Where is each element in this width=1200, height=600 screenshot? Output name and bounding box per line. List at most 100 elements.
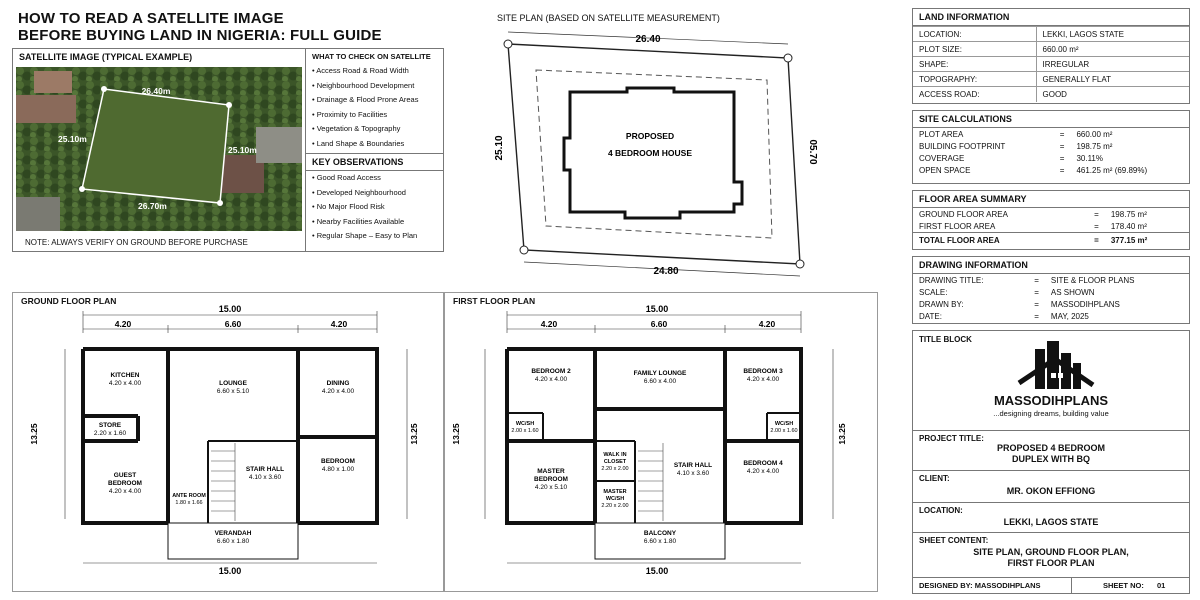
gf-dim-a: 4.20	[115, 319, 132, 329]
table-row: SHAPE:IRREGULAR	[913, 56, 1189, 72]
first-floor-plan: 15.00 4.20 6.60 4.20 15.00 13.25 13.25	[451, 304, 847, 576]
ff-master-dim: 4.20 x 5.10	[535, 484, 568, 491]
row-key: DATE:	[919, 311, 942, 321]
plot-boundary	[81, 88, 230, 204]
list-item: Vegetation & Topography	[312, 122, 444, 137]
drawing-info-header: DRAWING INFORMATION	[913, 257, 1189, 274]
satellite-panel: SATELLITE IMAGE (TYPICAL EXAMPLE) 26.40m…	[12, 48, 444, 252]
sheet-no: 01	[1157, 581, 1166, 590]
site-plan: PROPOSED 4 BEDROOM HOUSE 26.40 24.80 25.…	[494, 31, 818, 277]
ff-mwc: MASTER	[603, 489, 626, 495]
brand-logo-icon	[1017, 341, 1095, 389]
dim-line	[523, 261, 801, 277]
boundary-pillar	[503, 39, 513, 49]
ff-dim-left: 13.25	[451, 423, 461, 445]
satellite-image: 26.40m 25.10m 25.10m 26.70m	[16, 67, 302, 231]
boundary-pillar	[783, 53, 793, 63]
boundary-pillar	[519, 245, 529, 255]
gf-dim-right: 13.25	[409, 423, 419, 445]
checks-list: Access Road & Road WidthNeighbourhood De…	[306, 64, 444, 151]
brand-name: MASSODIHPLANS	[993, 393, 1109, 408]
ground-floor-plan: 15.00 4.20 6.60 4.20 15.00 13.25 13.25	[29, 304, 419, 576]
total-value: 377.15 m²	[1104, 232, 1189, 247]
ff-walkin-2: CLOSET	[604, 459, 627, 465]
ff-bed2: BEDROOM 2	[531, 368, 571, 375]
row-key: COVERAGE	[919, 153, 965, 163]
ff-walls	[505, 347, 803, 525]
ff-balcony-dim: 6.60 x 1.80	[644, 538, 677, 545]
ff-wc2-dim: 2.00 x 1.60	[770, 428, 797, 434]
setback-line	[535, 69, 773, 239]
checks-header: WHAT TO CHECK ON SATELLITE	[312, 52, 431, 61]
gf-dim-b: 6.60	[225, 319, 242, 329]
location-label: LOCATION:	[919, 506, 963, 515]
row-key: SHAPE:	[913, 56, 1037, 72]
boundary-corner	[79, 186, 85, 192]
list-item: Neighbourhood Development	[312, 79, 444, 94]
ground-floor-panel: GROUND FLOOR PLAN 15.00 4.20 6.60 4.20 1…	[12, 292, 444, 592]
sat-dim-right: 25.10m	[228, 145, 257, 155]
ff-walkin-dim: 2.20 x 2.00	[601, 466, 628, 472]
table-row: GROUND FLOOR AREA=198.75 m²	[913, 208, 1189, 220]
gf-dim-c: 4.20	[331, 319, 348, 329]
neighbor-roof	[16, 197, 60, 231]
site-dim-left: 25.10	[494, 135, 505, 160]
gf-guest-2: BEDROOM	[108, 480, 142, 487]
row-value: 660.00 m²	[1036, 41, 1189, 57]
gf-verandah-label: VERANDAH	[215, 530, 252, 537]
row-key: LOCATION:	[913, 26, 1037, 42]
ff-wc1-dim: 2.00 x 1.60	[511, 428, 538, 434]
client-label: CLIENT:	[919, 474, 950, 483]
title-block-header: TITLE BLOCK	[919, 335, 972, 344]
gf-bedroom-dim: 4.80 x 1.00	[322, 466, 355, 473]
row-key: GROUND FLOOR AREA	[919, 209, 1008, 219]
sheet-content-label: SHEET CONTENT:	[919, 536, 989, 545]
table-row: BUILDING FOOTPRINT=198.75 m²	[913, 140, 1189, 152]
row-key: PLOT AREA	[919, 129, 964, 139]
ff-dim-b: 6.60	[651, 319, 668, 329]
page-title-line1: HOW TO READ A SATELLITE IMAGE	[18, 10, 284, 27]
gf-ante: ANTE ROOM	[172, 493, 206, 499]
ff-wc1: WC/SH	[516, 421, 534, 427]
designed-by: DESIGNED BY: MASSODIHPLANS	[919, 581, 1041, 590]
site-calc-header: SITE CALCULATIONS	[913, 111, 1189, 128]
satellite-header: SATELLITE IMAGE (TYPICAL EXAMPLE)	[19, 52, 193, 62]
row-value: 178.40 m²	[1110, 221, 1147, 231]
first-floor-header: FIRST FLOOR PLAN	[453, 296, 536, 306]
row-value: 30.11%	[1076, 153, 1103, 163]
land-info-header: LAND INFORMATION	[913, 9, 1189, 26]
row-value: GENERALLY FLAT	[1036, 71, 1189, 87]
boundary-pillar	[795, 259, 805, 269]
list-item: Drainage & Flood Prone Areas	[312, 93, 444, 108]
row-value: MAY, 2025	[1050, 311, 1089, 321]
ff-dim-right: 13.25	[837, 423, 847, 445]
client-name: MR. OKON EFFIONG	[1006, 486, 1096, 496]
gf-guest-dim: 4.20 x 4.00	[109, 488, 142, 495]
table-row: COVERAGE=30.11%	[913, 152, 1189, 164]
row-equals: =	[1034, 311, 1039, 321]
sat-dim-left: 25.10m	[58, 134, 87, 144]
floor-area-panel: FLOOR AREA SUMMARY GROUND FLOOR AREA=198…	[912, 190, 1190, 250]
ff-dim-c: 4.20	[759, 319, 776, 329]
ff-wc2: WC/SH	[775, 421, 793, 427]
ff-dim-total: 15.00	[646, 304, 669, 314]
row-value: LEKKI, LAGOS STATE	[1036, 26, 1189, 42]
row-key: DRAWING TITLE:	[919, 275, 984, 285]
ff-mwc-2: WC/SH	[606, 496, 624, 502]
gf-verandah-dim: 6.60 x 1.80	[217, 538, 250, 545]
boundary-corner	[226, 102, 232, 108]
table-row: PLOT AREA=660.00 m²	[913, 128, 1189, 140]
ff-walkin: WALK IN	[603, 452, 626, 458]
gf-stairs	[211, 443, 236, 521]
project-title-2: DUPLEX WITH BQ	[1012, 454, 1090, 464]
ff-balcony	[594, 522, 726, 560]
ff-balcony-label: BALCONY	[644, 530, 677, 537]
row-equals: =	[1059, 129, 1065, 139]
list-item: Good Road Access	[312, 171, 444, 186]
list-item: Land Shape & Boundaries	[312, 137, 444, 152]
observations-list: Good Road AccessDeveloped NeighbourhoodN…	[306, 171, 444, 244]
project-title-1: PROPOSED 4 BEDROOM	[996, 443, 1106, 453]
